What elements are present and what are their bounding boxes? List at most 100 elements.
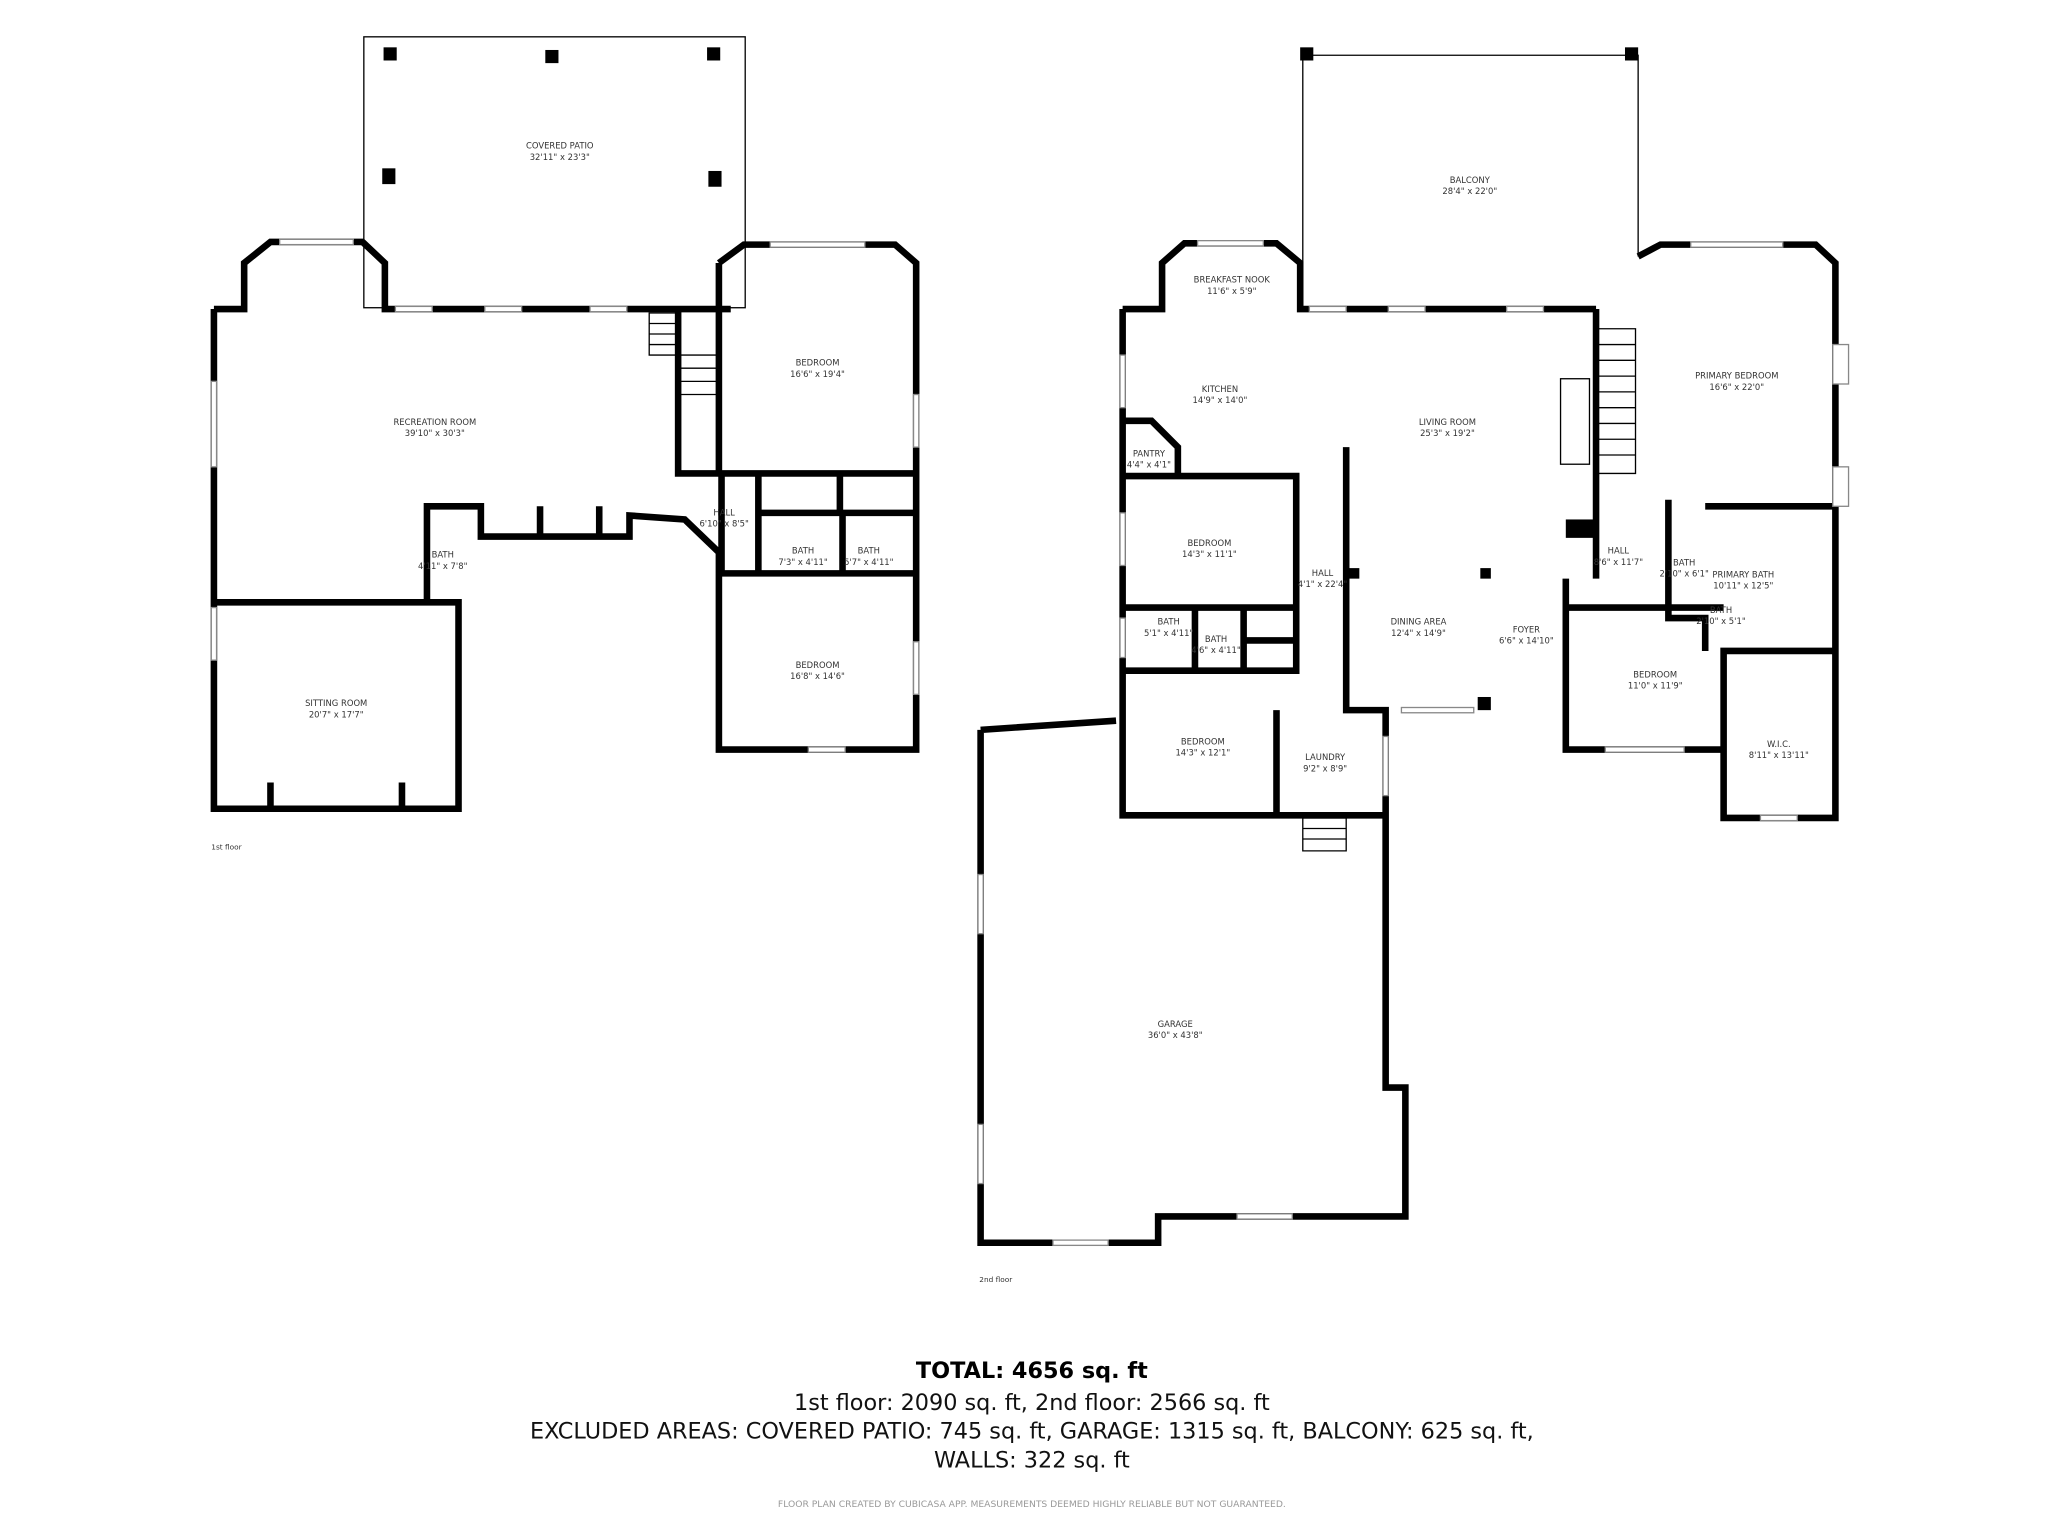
- room-name: PRIMARY BEDROOM: [1695, 371, 1778, 381]
- room-name: BATH: [1673, 557, 1695, 567]
- room-dimensions: 14'3" x 12'1": [1175, 748, 1230, 758]
- stairs: [648, 312, 718, 396]
- room-name: BALCONY: [1450, 175, 1491, 185]
- room-name: GARAGE: [1158, 1019, 1193, 1029]
- floor-areas: 1st floor: 2090 sq. ft, 2nd floor: 2566 …: [794, 1390, 1270, 1416]
- room-name: LAUNDRY: [1305, 752, 1346, 762]
- room-name: BEDROOM: [796, 660, 840, 670]
- room-dimensions: 5'7" x 4'11": [844, 557, 894, 567]
- room-label: W.I.C.8'11" x 13'11": [1749, 739, 1809, 760]
- walls-area: WALLS: 322 sq. ft: [934, 1448, 1130, 1474]
- room-dimensions: 4'4" x 4'1": [1127, 460, 1171, 470]
- room-dimensions: 25'3" x 19'2": [1420, 428, 1475, 438]
- stairs: [1302, 328, 1637, 852]
- fireplace: [1559, 378, 1591, 465]
- room-name: BEDROOM: [1187, 538, 1231, 548]
- room-name: COVERED PATIO: [526, 141, 594, 151]
- room-name: BEDROOM: [1633, 669, 1677, 679]
- room-dimensions: 11'6" x 5'9": [1207, 286, 1257, 296]
- room-name: BATH: [858, 546, 880, 556]
- room-dimensions: 14'3" x 11'1": [1182, 549, 1237, 559]
- room-name: BEDROOM: [796, 358, 840, 368]
- room-label: PANTRY 4'4" x 4'1": [1127, 448, 1171, 469]
- room-name: HALL: [713, 508, 735, 518]
- room-dimensions: 16'6" x 22'0": [1709, 382, 1764, 392]
- room-name: BREAKFAST NOOK: [1194, 275, 1271, 285]
- room-name: BATH: [792, 546, 814, 556]
- room-dimensions: 6'10" x 8'5": [699, 519, 749, 529]
- room-name: BATH: [1205, 634, 1227, 644]
- room-name: LIVING ROOM: [1419, 417, 1476, 427]
- total-area: TOTAL: 4656 sq. ft: [916, 1358, 1148, 1384]
- room-name: DINING AREA: [1391, 617, 1447, 627]
- room-label: BATH 2'10" x 6'1": [1659, 557, 1709, 578]
- covered-patio-outline: [363, 36, 746, 309]
- disclaimer: FLOOR PLAN CREATED BY CUBICASA APP. MEAS…: [778, 1499, 1286, 1510]
- room-dimensions: 8'6" x 11'7": [1594, 557, 1644, 567]
- room-dimensions: 12'4" x 14'9": [1391, 628, 1446, 638]
- room-dimensions: 39'10" x 30'3": [405, 428, 465, 438]
- room-dimensions: 11'0" x 11'9": [1628, 680, 1683, 690]
- balcony-outline: [1302, 54, 1639, 310]
- walls: [977, 240, 1839, 1247]
- room-name: FOYER: [1513, 625, 1540, 635]
- room-dimensions: 6'6" x 14'10": [1499, 636, 1554, 646]
- room-dimensions: 5'1" x 4'11": [1144, 628, 1194, 638]
- excluded-areas: EXCLUDED AREAS: COVERED PATIO: 745 sq. f…: [530, 1419, 1534, 1445]
- room-dimensions: 2'10" x 6'1": [1659, 569, 1709, 579]
- room-name: KITCHEN: [1202, 384, 1238, 394]
- room-name: BATH: [1710, 605, 1732, 615]
- room-dimensions: 28'4" x 22'0": [1442, 186, 1497, 196]
- room-name: PRIMARY BATH: [1712, 569, 1774, 579]
- patio-columns: [382, 47, 722, 187]
- room-name: W.I.C.: [1767, 739, 1791, 749]
- room-dimensions: 2'10" x 5'1": [1696, 616, 1746, 626]
- first-floor-label: 1st floor: [211, 843, 242, 852]
- second-floor-plan: [977, 47, 1850, 1247]
- windows: [210, 238, 920, 753]
- room-name: RECREATION ROOM: [393, 417, 476, 427]
- room-dimensions: 8'11" x 13'11": [1749, 750, 1809, 760]
- room-name: HALL: [1312, 568, 1334, 578]
- room-name: BEDROOM: [1181, 736, 1225, 746]
- room-dimensions: 32'11" x 23'3": [530, 152, 590, 162]
- room-dimensions: 7'3" x 4'11": [778, 557, 828, 567]
- room-name: PANTRY: [1133, 448, 1166, 458]
- room-dimensions: 4'11" x 7'8": [418, 561, 468, 571]
- second-floor-label: 2nd floor: [979, 1275, 1013, 1284]
- room-dimensions: 4'6" x 4'11": [1191, 645, 1241, 655]
- room-name: SITTING ROOM: [305, 698, 367, 708]
- room-name: HALL: [1608, 546, 1630, 556]
- room-dimensions: 36'0" x 43'8": [1148, 1030, 1203, 1040]
- room-dimensions: 20'7" x 17'7": [309, 709, 364, 719]
- room-dimensions: 10'11" x 12'5": [1713, 580, 1773, 590]
- room-name: BATH: [432, 550, 454, 560]
- room-dimensions: 14'9" x 14'0": [1193, 395, 1248, 405]
- room-dimensions: 16'8" x 14'6": [790, 671, 845, 681]
- windows: [977, 240, 1850, 1247]
- room-dimensions: 9'2" x 8'9": [1303, 763, 1347, 773]
